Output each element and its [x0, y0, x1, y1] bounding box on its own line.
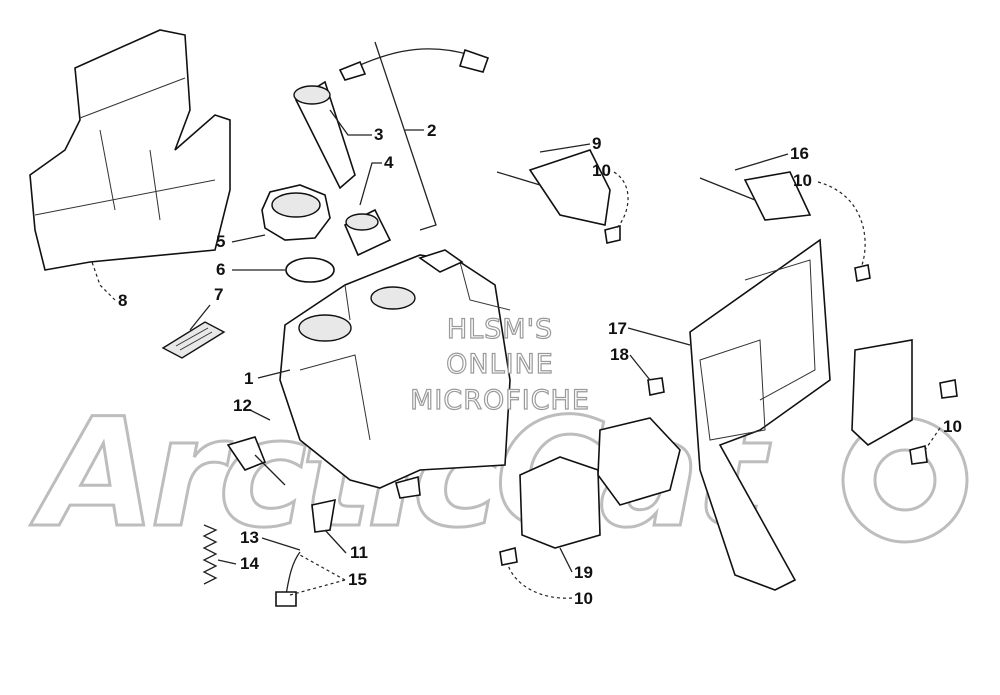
- leader-line-c10b: [817, 181, 866, 266]
- leader-line-c16: [734, 153, 789, 171]
- leader-line-c1: [257, 369, 291, 379]
- callout-c16: 16: [790, 144, 809, 163]
- part-1-fuel-tank: [279, 249, 511, 499]
- right-side-block: [499, 264, 958, 566]
- leader-line-c10c: [924, 427, 941, 451]
- watermark-line-2: ONLINE: [446, 349, 554, 380]
- leader-line-c2: [374, 41, 437, 231]
- leader-line-c10d: [507, 564, 573, 599]
- leader-line-c12: [249, 409, 271, 421]
- callout-c18: 18: [610, 345, 629, 364]
- callout-c19: 19: [574, 563, 593, 582]
- callout-c10c: 10: [943, 417, 962, 436]
- leader-line-c9: [539, 143, 591, 153]
- part-16-bracket: [699, 171, 812, 221]
- part-13-hose: [275, 551, 301, 607]
- part-8-cover-panel: [29, 29, 231, 271]
- leader-line-c11: [324, 529, 347, 554]
- callout-c1: 1: [244, 369, 253, 388]
- part-17-support-bracket: [689, 238, 831, 591]
- callout-c7: 7: [214, 285, 223, 304]
- leader-line-c7: [189, 304, 211, 331]
- part-9-bracket: [496, 149, 621, 244]
- callout-c10a: 10: [592, 161, 611, 180]
- leader-line-c18: [629, 354, 651, 381]
- leader-line-c10a: [613, 171, 629, 231]
- part-19-module: [519, 417, 681, 549]
- part-3-sender-tube: [293, 48, 490, 190]
- leader-line-c15: [289, 554, 346, 596]
- leader-line-c5: [231, 234, 266, 243]
- leader-line-c3: [329, 109, 372, 136]
- part-7-label-plate: [161, 321, 226, 359]
- part-5-fuel-cap: [261, 184, 331, 241]
- watermark-line-3: MICROFICHE: [409, 385, 590, 416]
- part-12-fitting: [226, 436, 286, 486]
- leader-line-c4: [359, 162, 382, 206]
- callout-c17: 17: [608, 319, 627, 338]
- callout-c15: 15: [348, 570, 367, 589]
- part-4-grommet: [343, 208, 392, 257]
- leader-lines: [91, 41, 941, 599]
- callout-c11: 11: [350, 543, 368, 562]
- callout-c9: 9: [592, 134, 601, 153]
- callout-c4: 4: [384, 153, 394, 172]
- leader-line-c13: [261, 537, 301, 551]
- part-11-valve: [311, 498, 336, 533]
- leader-line-c14: [217, 559, 237, 565]
- watermark-line-1: HLSM'S: [446, 314, 554, 345]
- callout-c12: 12: [233, 396, 252, 415]
- callout-c10b: 10: [793, 171, 812, 190]
- callout-c2: 2: [427, 121, 436, 140]
- callout-c13: 13: [240, 528, 259, 547]
- callout-c6: 6: [216, 260, 225, 279]
- leader-line-c19: [559, 547, 573, 573]
- leader-line-c17: [627, 327, 691, 346]
- part-14-spring: [202, 524, 218, 585]
- callout-c10d: 10: [574, 589, 593, 608]
- leader-line-c8: [91, 261, 116, 301]
- callout-c14: 14: [240, 554, 259, 573]
- part-6-o-ring: [285, 257, 335, 283]
- callout-c3: 3: [374, 125, 383, 144]
- part-18-bolt: [647, 377, 665, 396]
- callout-c8: 8: [118, 291, 127, 310]
- callout-c5: 5: [216, 232, 225, 251]
